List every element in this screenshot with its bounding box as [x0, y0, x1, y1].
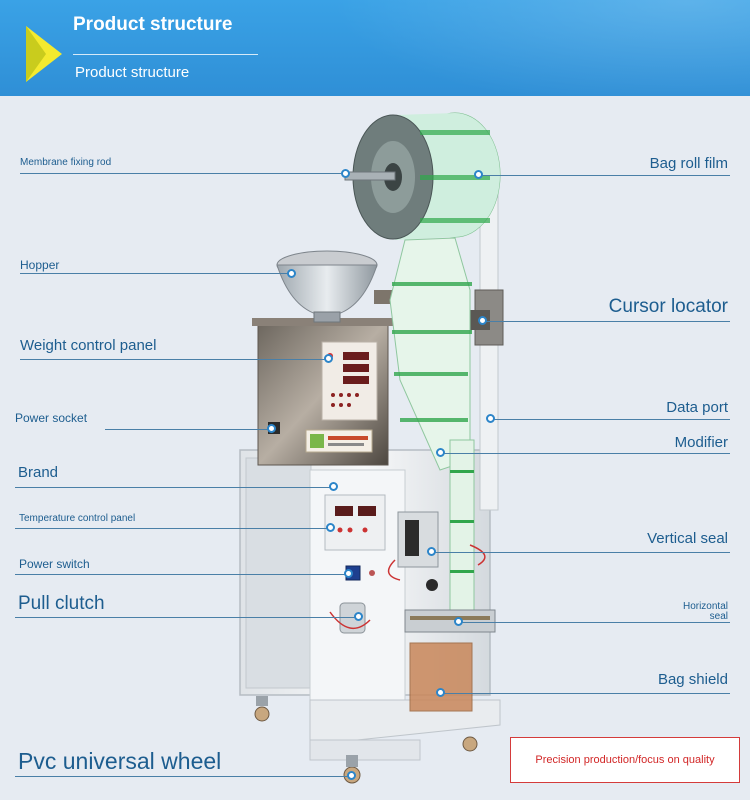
leader-line-temp-panel — [15, 528, 330, 529]
label-power-socket: Power socket — [15, 411, 88, 425]
pointer-dot-temp-panel — [326, 523, 335, 532]
leader-line-power-switch — [15, 574, 348, 575]
label-membrane-fixing-rod: Membrane fixing rod — [20, 157, 112, 168]
pointer-dot-modifier — [436, 448, 445, 457]
pointer-dot-cursor — [478, 316, 487, 325]
page-title: Product structure — [73, 14, 233, 35]
quality-badge-text: Precision production/focus on quality — [535, 754, 715, 766]
pointer-dot-vertical-seal — [427, 547, 436, 556]
pointer-dot-weight-panel — [324, 354, 333, 363]
leader-line-horizontal-seal — [460, 622, 730, 623]
pointer-dot-horizontal-seal — [454, 617, 463, 626]
leader-line-bag-roll — [480, 175, 730, 176]
label-bag-roll-film: Bag roll film — [649, 155, 728, 172]
page-subtitle: Product structure — [75, 64, 190, 81]
label-data-port: Data port — [666, 399, 728, 416]
leader-line-hopper — [20, 273, 290, 274]
pointer-dot-power-switch — [344, 569, 353, 578]
pointer-dot-power-socket — [267, 424, 276, 433]
leader-line-weight-panel — [20, 359, 328, 360]
label-pvc-universal-wheel: Pvc universal wheel — [18, 748, 222, 774]
leader-line-brand — [15, 487, 333, 488]
pointer-dot-pull-clutch — [354, 612, 363, 621]
label-temperature-control-panel: Temperature control panel — [19, 513, 136, 524]
label-brand: Brand — [18, 464, 59, 481]
leader-line-cursor — [484, 321, 730, 322]
label-bag-shield: Bag shield — [657, 671, 728, 688]
pointer-dot-membrane — [341, 169, 350, 178]
label-vertical-seal: Vertical seal — [647, 530, 728, 547]
leader-line-bag-shield — [442, 693, 730, 694]
pointer-dot-bag-roll — [474, 170, 483, 179]
pointer-dot-hopper — [287, 269, 296, 278]
pointer-dot-brand — [329, 482, 338, 491]
label-horizontal-seal-line1: Horizontal — [682, 601, 728, 612]
header-decoration — [270, 0, 750, 96]
label-pull-clutch: Pull clutch — [18, 593, 105, 614]
label-horizontal-seal-line2: seal — [709, 611, 728, 622]
label-weight-control-panel: Weight control panel — [20, 337, 157, 354]
leader-line-membrane — [20, 173, 345, 174]
pointer-dot-data-port — [486, 414, 495, 423]
leader-line-pull-clutch — [15, 617, 358, 618]
packaging-machine-illustration — [239, 112, 504, 784]
label-cursor-locator: Cursor locator — [608, 296, 728, 317]
title-divider — [73, 54, 258, 55]
header-banner: Product structure Product structure — [0, 0, 750, 96]
pointer-dot-bag-shield — [436, 688, 445, 697]
label-hopper: Hopper — [20, 258, 60, 272]
leader-line-power-socket — [105, 429, 270, 430]
pointer-dot-wheel — [347, 771, 356, 780]
triangle-shadow-icon — [26, 26, 46, 82]
leader-line-wheel — [15, 776, 350, 777]
leader-line-vertical-seal — [433, 552, 730, 553]
leader-line-data-port — [492, 419, 730, 420]
quality-badge: Precision production/focus on quality — [510, 737, 740, 783]
label-power-switch: Power switch — [19, 557, 90, 571]
label-modifier: Modifier — [674, 434, 728, 451]
leader-line-modifier — [442, 453, 730, 454]
